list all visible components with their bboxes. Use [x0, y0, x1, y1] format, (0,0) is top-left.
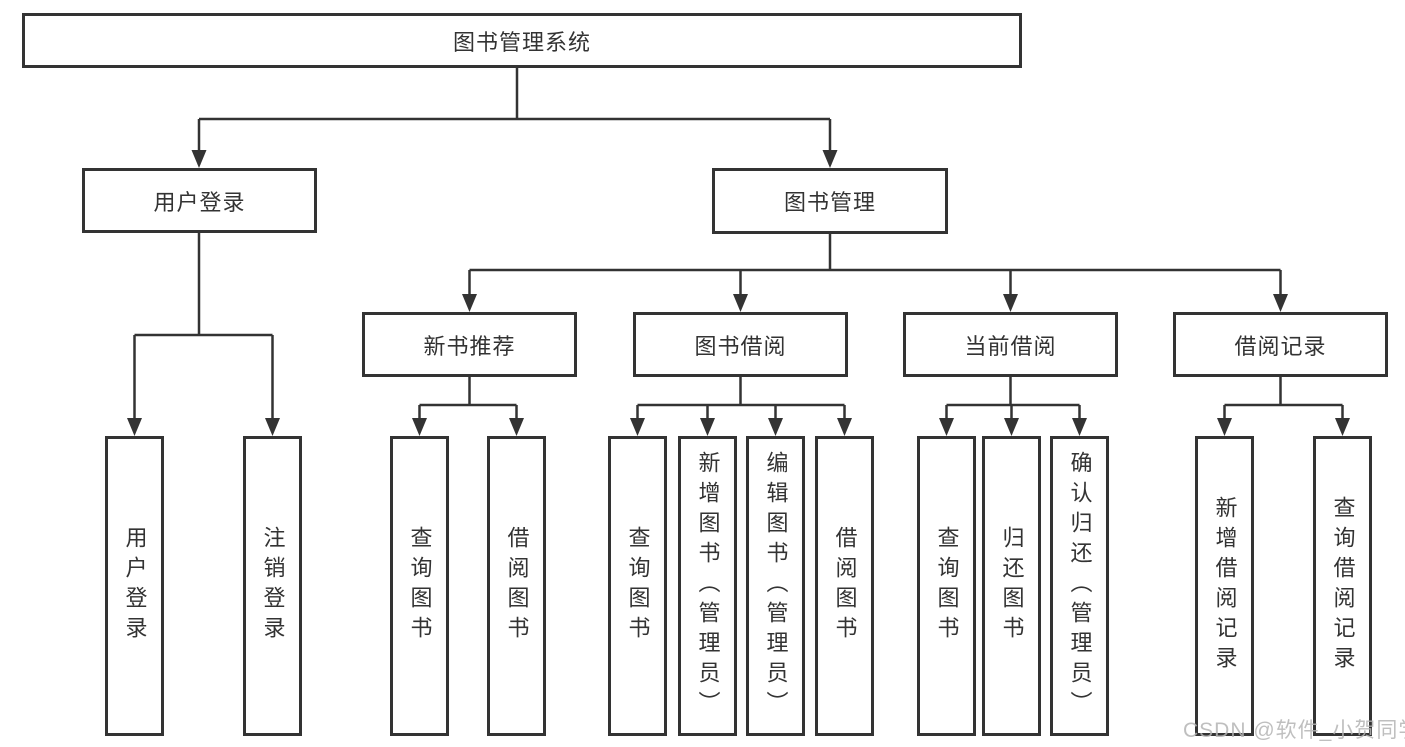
tree-node-borrow-record: 借阅记录	[1173, 312, 1388, 377]
tree-node-new-book-recommend-label: 新书推荐	[423, 333, 516, 359]
leaf-node-query-book-2: 查询图书	[608, 436, 667, 736]
tree-node-root-label: 图书管理系统	[452, 29, 591, 55]
leaf-node-add-book-admin: 新增图书（管理员）	[678, 436, 737, 736]
leaf-node-logout-label: 注销登录	[260, 526, 286, 646]
leaf-node-query-borrow-record-label: 查询借阅记录	[1330, 496, 1356, 676]
leaf-node-borrow-book-1: 借阅图书	[487, 436, 546, 736]
leaf-node-query-book-1-label: 查询图书	[407, 526, 433, 646]
tree-node-current-borrow-label: 当前借阅	[964, 333, 1057, 359]
connector-paths	[133, 68, 1344, 432]
leaf-node-add-book-admin-label: 新增图书（管理员）	[695, 451, 721, 721]
leaf-node-logout: 注销登录	[243, 436, 302, 736]
leaf-node-edit-book-admin-label: 编辑图书（管理员）	[763, 451, 789, 721]
tree-node-user-login: 用户登录	[82, 168, 317, 233]
tree-node-book-management: 图书管理	[712, 168, 948, 234]
tree-node-book-borrow: 图书借阅	[633, 312, 848, 377]
tree-node-book-management-label: 图书管理	[783, 190, 876, 215]
leaf-node-confirm-return-admin: 确认归还（管理员）	[1050, 436, 1109, 736]
tree-node-new-book-recommend: 新书推荐	[362, 312, 577, 377]
leaf-node-user-login: 用户登录	[105, 436, 164, 736]
leaf-node-add-borrow-record-label: 新增借阅记录	[1212, 496, 1238, 676]
tree-node-current-borrow: 当前借阅	[903, 312, 1118, 377]
arrowheads	[127, 150, 1350, 436]
leaf-node-user-login-label: 用户登录	[122, 526, 148, 646]
leaf-node-query-book-3-label: 查询图书	[934, 526, 960, 646]
leaf-node-return-book-label: 归还图书	[999, 526, 1025, 646]
leaf-node-return-book: 归还图书	[982, 436, 1041, 736]
tree-node-root: 图书管理系统	[22, 13, 1022, 68]
leaf-node-borrow-book-2: 借阅图书	[815, 436, 874, 736]
leaf-node-borrow-book-2-label: 借阅图书	[832, 526, 858, 646]
leaf-node-query-book-3: 查询图书	[917, 436, 976, 736]
leaf-node-borrow-book-1-label: 借阅图书	[504, 526, 530, 646]
tree-node-user-login-label: 用户登录	[153, 189, 246, 215]
leaf-node-query-book-2-label: 查询图书	[625, 526, 651, 646]
csdn-watermark: CSDN @软件_小贺同学	[1183, 719, 1405, 742]
tree-node-book-borrow-label: 图书借阅	[694, 333, 787, 359]
tree-node-borrow-record-label: 借阅记录	[1234, 333, 1327, 359]
leaf-node-confirm-return-admin-label: 确认归还（管理员）	[1067, 451, 1093, 721]
leaf-node-add-borrow-record: 新增借阅记录	[1195, 436, 1254, 736]
leaf-node-query-borrow-record: 查询借阅记录	[1313, 436, 1372, 736]
leaf-node-edit-book-admin: 编辑图书（管理员）	[746, 436, 805, 736]
leaf-node-query-book-1: 查询图书	[390, 436, 449, 736]
